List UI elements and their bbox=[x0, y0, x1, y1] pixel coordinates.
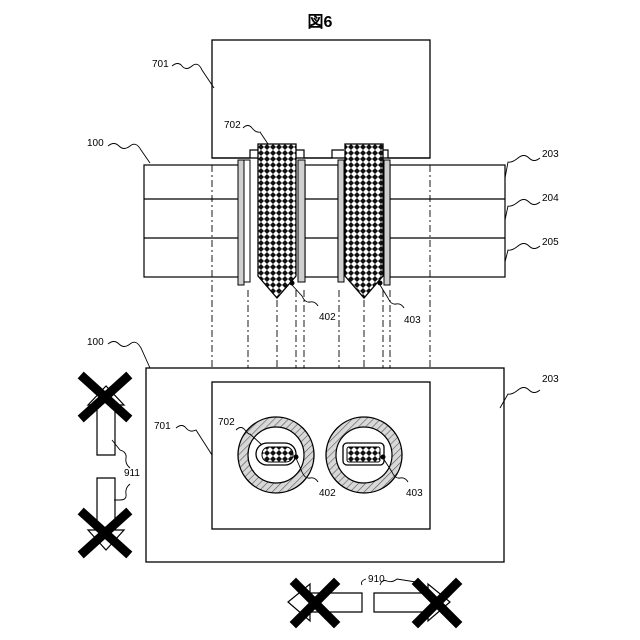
label-910: 910 bbox=[368, 574, 385, 585]
label-100-bot: 100 bbox=[87, 337, 104, 348]
arrow-down-crossed bbox=[84, 478, 126, 552]
pin-402 bbox=[258, 144, 296, 298]
label-701-bot: 701 bbox=[154, 421, 171, 432]
arrow-up-crossed bbox=[84, 378, 126, 455]
label-402-bot: 402 bbox=[319, 488, 336, 499]
arrow-right-crossed bbox=[374, 584, 456, 622]
pin-402-plan bbox=[262, 447, 293, 462]
substrate-middle bbox=[305, 165, 338, 277]
label-402-top: 402 bbox=[319, 312, 336, 323]
pin-403 bbox=[345, 144, 383, 298]
arrow-left-crossed bbox=[288, 584, 362, 622]
label-702-top: 702 bbox=[224, 120, 241, 131]
substrate-right bbox=[390, 165, 505, 277]
substrate-203-plan bbox=[146, 368, 504, 562]
label-403-bot: 403 bbox=[406, 488, 423, 499]
figure-title: 図6 bbox=[308, 13, 333, 31]
label-702-bot: 702 bbox=[218, 417, 235, 428]
cross-section-view bbox=[144, 40, 505, 298]
label-204: 204 bbox=[542, 193, 559, 204]
block-701-top bbox=[212, 40, 430, 158]
label-203-bot: 203 bbox=[542, 374, 559, 385]
pin-403-plan bbox=[347, 447, 380, 462]
label-100-top: 100 bbox=[87, 138, 104, 149]
label-701-top: 701 bbox=[152, 59, 169, 70]
label-203-top: 203 bbox=[542, 149, 559, 160]
substrate-left bbox=[144, 165, 244, 277]
label-911: 911 bbox=[124, 468, 140, 479]
label-403-top: 403 bbox=[404, 315, 421, 326]
plan-view bbox=[146, 368, 504, 562]
contact-point-403 bbox=[378, 281, 383, 286]
label-205: 205 bbox=[542, 237, 559, 248]
contact-point-402 bbox=[290, 281, 295, 286]
